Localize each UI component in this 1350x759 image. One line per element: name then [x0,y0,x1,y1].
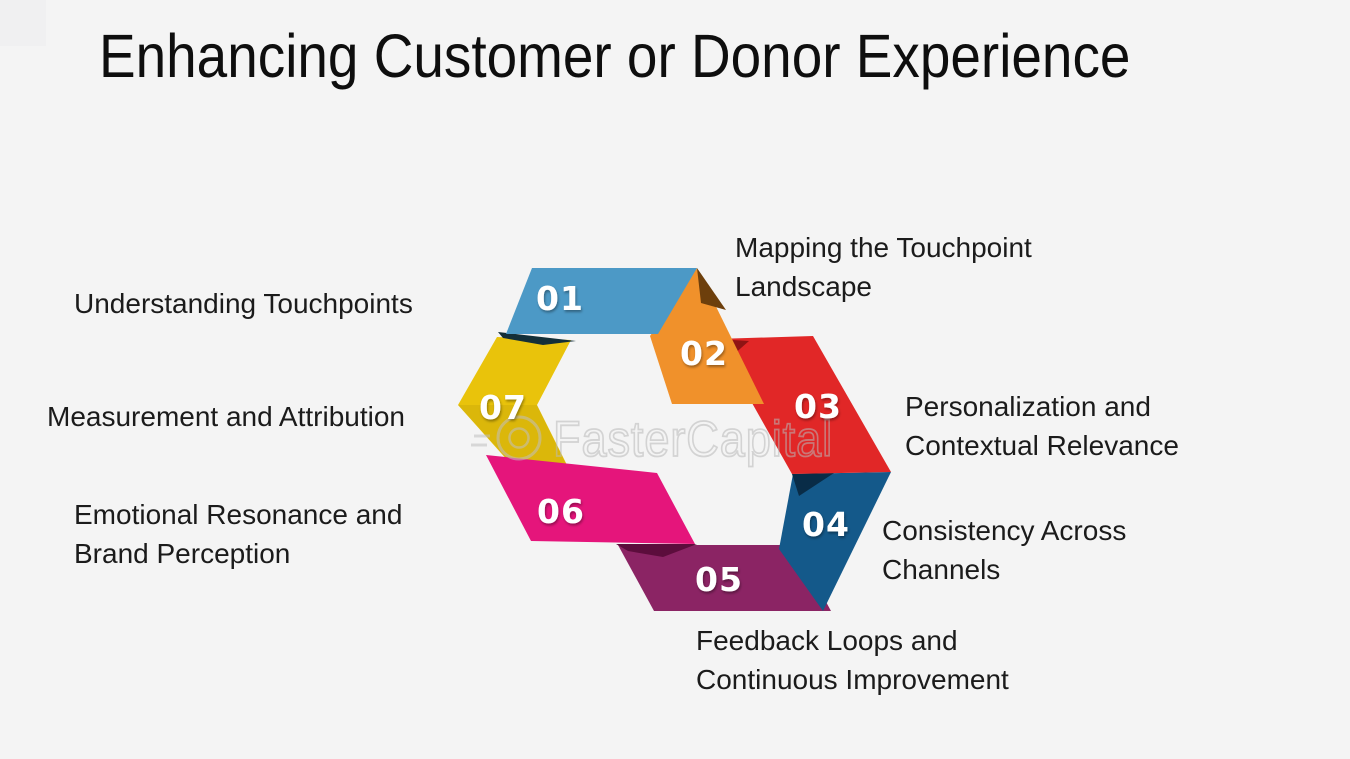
label-measurement-attribution: Measurement and Attribution [47,397,405,436]
step-number-02: 02 [680,334,728,373]
step-number-07: 07 [479,388,527,427]
label-line: Brand Perception [74,538,291,569]
step-number-01: 01 [536,279,584,318]
page-title: Enhancing Customer or Donor Experience [99,22,1131,90]
watermark: FasterCapital [471,410,833,468]
label-emotional-resonance-brand-perception: Emotional Resonance and Brand Perception [74,495,402,573]
label-line: Emotional Resonance and [74,499,403,530]
label-line: Measurement and Attribution [47,401,405,432]
watermark-logo-icon [508,427,530,449]
watermark-logo-icon [496,415,542,461]
step-shape-06 [486,455,695,544]
label-mapping-touchpoint-landscape: Mapping the Touchpoint Landscape [735,228,1032,306]
label-line: Continuous Improvement [696,664,1009,695]
step-shape-03 [716,336,891,474]
fold-shadow-05 [616,544,697,557]
step-number-05: 05 [695,560,743,599]
label-line: Channels [882,554,1001,585]
step-shape-01 [506,268,697,334]
watermark-brand-text: FasterCapital [553,411,833,467]
step-number-04: 04 [802,505,850,544]
fold-shadow-07-top [498,332,576,345]
label-line: Personalization and [905,391,1151,422]
label-line: Feedback Loops and [696,625,958,656]
label-understanding-touchpoints: Understanding Touchpoints [74,284,413,323]
label-consistency-across-channels: Consistency Across Channels [882,511,1126,589]
background-corner-patch [0,0,46,46]
step-shape-04 [779,472,891,611]
step-shape-07-lower-arm [458,405,570,472]
step-shape-05 [618,545,831,611]
step-number-06: 06 [537,492,585,531]
label-line: Consistency Across [882,515,1127,546]
label-feedback-loops-continuous-improvement: Feedback Loops and Continuous Improvemen… [696,621,1009,699]
fold-shadow-02 [697,268,726,310]
label-line: Mapping the Touchpoint [735,232,1032,263]
label-line: Contextual Relevance [905,430,1179,461]
step-shape-07 [458,337,571,473]
step-number-03: 03 [794,387,842,426]
label-personalization-contextual-relevance: Personalization and Contextual Relevance [905,387,1179,465]
label-line: Landscape [735,271,873,302]
step-shape-02 [650,268,764,404]
label-line: Understanding Touchpoints [74,288,413,319]
fold-shadow-04 [792,473,834,496]
